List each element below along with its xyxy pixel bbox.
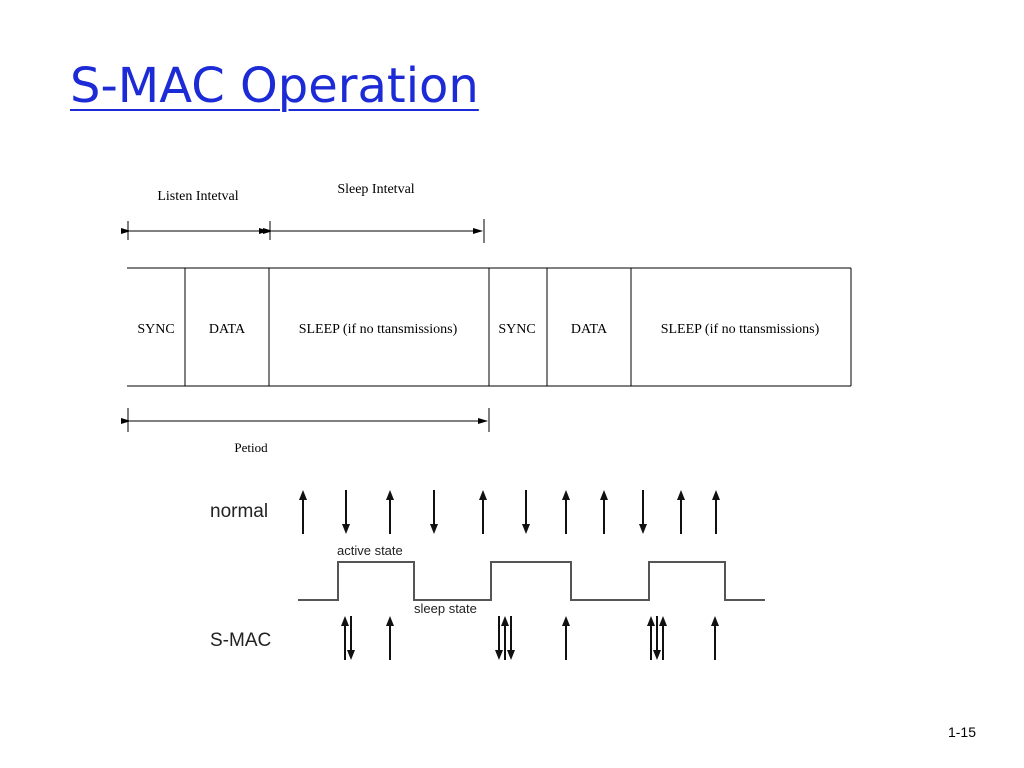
up-arrow-icon bbox=[600, 490, 608, 534]
down-arrow-icon bbox=[507, 616, 515, 660]
cell-sleep-1: SLEEP (if no ttansmissions) bbox=[299, 322, 458, 337]
slide-number: 1-15 bbox=[947, 724, 976, 740]
down-arrow-icon bbox=[639, 490, 647, 534]
cell-sync-1: SYNC bbox=[137, 322, 174, 337]
down-arrow-icon bbox=[342, 490, 350, 534]
down-arrow-icon bbox=[430, 490, 438, 534]
slide-title: S-MAC Operation bbox=[70, 58, 479, 114]
up-arrow-icon bbox=[712, 490, 720, 534]
up-arrow-icon bbox=[479, 490, 487, 534]
cell-sync-2: SYNC bbox=[498, 322, 535, 337]
listen-interval-label: Listen Intetval bbox=[157, 189, 238, 204]
up-arrow-icon bbox=[386, 616, 394, 660]
up-arrow-icon bbox=[647, 616, 655, 660]
up-arrow-icon bbox=[562, 490, 570, 534]
frame-table bbox=[127, 267, 852, 387]
period-label: Petiod bbox=[234, 440, 268, 455]
period-dimension-line bbox=[121, 408, 490, 432]
cell-data-2: DATA bbox=[571, 322, 608, 337]
up-arrow-icon bbox=[341, 616, 349, 660]
interval-dimension-line bbox=[121, 219, 485, 243]
up-arrow-icon bbox=[659, 616, 667, 660]
active-state-label: active state bbox=[337, 543, 403, 558]
down-arrow-icon bbox=[495, 616, 503, 660]
up-arrow-icon bbox=[711, 616, 719, 660]
up-arrow-icon bbox=[562, 616, 570, 660]
cell-data-1: DATA bbox=[209, 322, 246, 337]
down-arrow-icon bbox=[653, 616, 661, 660]
normal-label: normal bbox=[210, 501, 268, 522]
sleep-interval-label: Sleep Intetval bbox=[337, 182, 414, 197]
down-arrow-icon bbox=[347, 616, 355, 660]
up-arrow-icon bbox=[677, 490, 685, 534]
duty-cycle-waveform bbox=[298, 561, 765, 601]
up-arrow-icon bbox=[501, 616, 509, 660]
cell-sleep-2: SLEEP (if no ttansmissions) bbox=[661, 322, 820, 337]
smac-traffic-arrows bbox=[341, 616, 719, 660]
up-arrow-icon bbox=[386, 490, 394, 534]
smac-label: S-MAC bbox=[210, 630, 271, 651]
down-arrow-icon bbox=[522, 490, 530, 534]
up-arrow-icon bbox=[299, 490, 307, 534]
normal-traffic-arrows bbox=[299, 490, 720, 534]
sleep-state-label: sleep state bbox=[414, 601, 477, 616]
